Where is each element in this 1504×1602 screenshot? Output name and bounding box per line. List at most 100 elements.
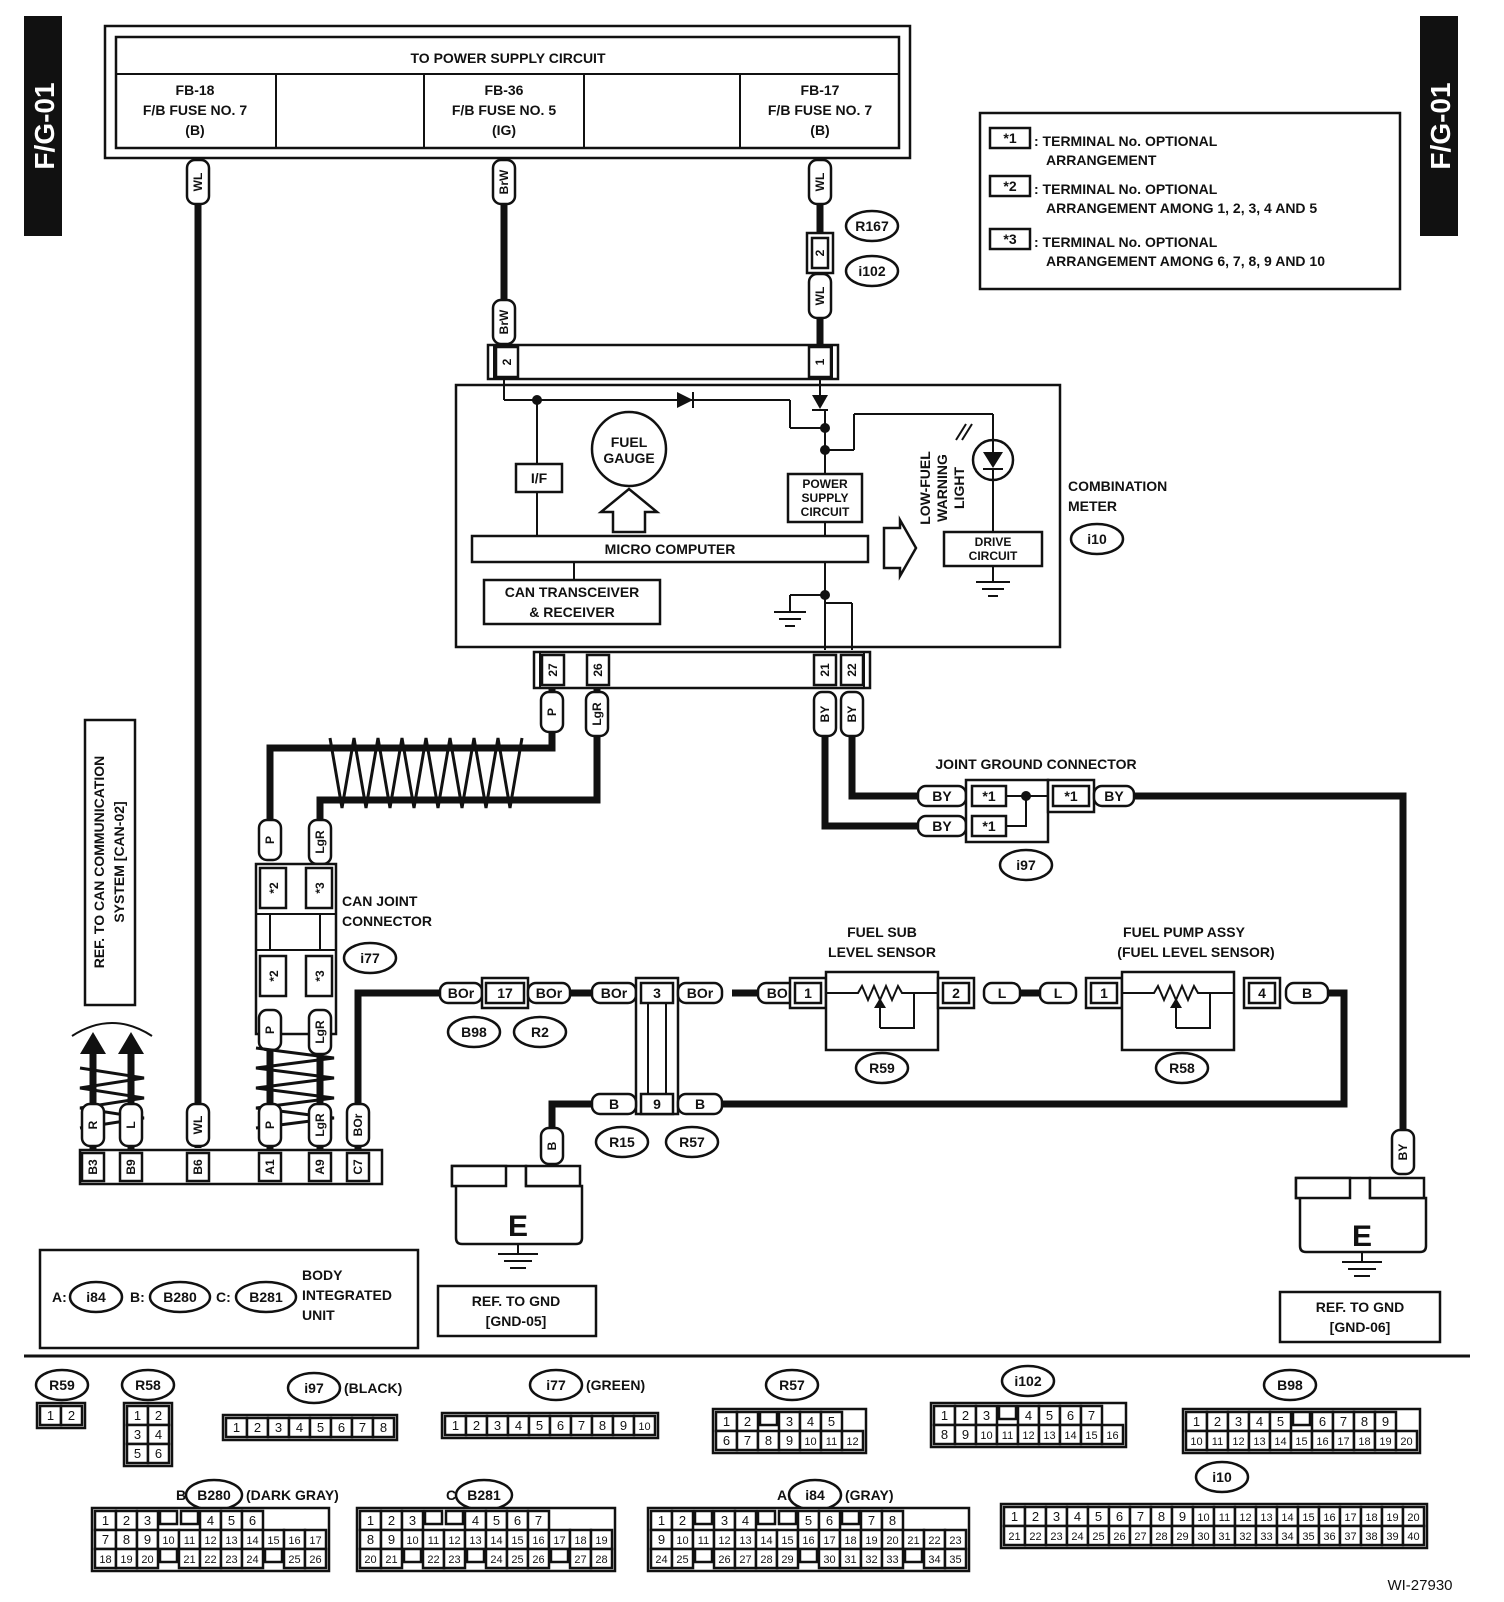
svg-text:14: 14 bbox=[760, 1535, 772, 1547]
fuse-fb18-id: FB-18 bbox=[176, 82, 215, 98]
svg-text:28: 28 bbox=[760, 1554, 772, 1566]
bottom-label-b281: C:B281 bbox=[446, 1478, 514, 1512]
svg-text:3: 3 bbox=[1235, 1414, 1242, 1429]
svg-text:B: B bbox=[609, 1096, 619, 1112]
svg-text:BrW: BrW bbox=[497, 169, 511, 194]
svg-text:38: 38 bbox=[1365, 1531, 1377, 1543]
svg-text:R59: R59 bbox=[49, 1377, 75, 1393]
svg-text:13: 13 bbox=[1043, 1430, 1055, 1442]
svg-text:*1: *1 bbox=[982, 818, 995, 834]
svg-text:R: R bbox=[86, 1120, 100, 1129]
svg-text:13: 13 bbox=[1260, 1512, 1272, 1524]
svg-text:11: 11 bbox=[184, 1535, 195, 1547]
drive-circuit-label-1: DRIVE bbox=[975, 535, 1012, 549]
svg-text:A:: A: bbox=[777, 1487, 792, 1503]
body-unit-label-3: UNIT bbox=[302, 1307, 335, 1323]
svg-text:10: 10 bbox=[1197, 1512, 1209, 1524]
svg-text:4: 4 bbox=[155, 1427, 162, 1442]
legend-text-3a: : TERMINAL No. OPTIONAL bbox=[1034, 234, 1218, 250]
svg-text:25: 25 bbox=[676, 1554, 688, 1566]
svg-text:9: 9 bbox=[1179, 1509, 1186, 1524]
svg-text:4: 4 bbox=[1256, 1414, 1263, 1429]
svg-text:13: 13 bbox=[739, 1535, 751, 1547]
svg-text:32: 32 bbox=[1239, 1531, 1251, 1543]
svg-text:F/G-01: F/G-01 bbox=[29, 82, 60, 169]
svg-text:39: 39 bbox=[1386, 1531, 1398, 1543]
svg-text:i102: i102 bbox=[858, 263, 885, 279]
svg-text:P: P bbox=[263, 836, 277, 844]
svg-text:9: 9 bbox=[1382, 1414, 1389, 1429]
fuel-pump-label-2: (FUEL LEVEL SENSOR) bbox=[1117, 944, 1274, 960]
connector-label-i97: i97 bbox=[1016, 857, 1036, 873]
svg-text:R58: R58 bbox=[135, 1377, 161, 1393]
svg-text:1: 1 bbox=[367, 1513, 374, 1528]
svg-text:26: 26 bbox=[309, 1554, 321, 1566]
meter-pin-1: 1 bbox=[813, 358, 827, 365]
connector-label-r58: R58 bbox=[1169, 1060, 1195, 1076]
body-unit-pin-b6: B6 bbox=[191, 1159, 205, 1175]
connector-label-i102: i102 bbox=[844, 254, 900, 288]
svg-text:28: 28 bbox=[595, 1554, 607, 1566]
svg-text:7: 7 bbox=[102, 1532, 109, 1547]
svg-text:33: 33 bbox=[1260, 1531, 1272, 1543]
svg-text:7: 7 bbox=[1137, 1509, 1144, 1524]
meter-bottom-connector: 27 26 21 22 bbox=[532, 650, 872, 690]
combination-meter-label-2: METER bbox=[1068, 498, 1117, 514]
svg-text:2: 2 bbox=[744, 1414, 751, 1429]
svg-text:18: 18 bbox=[574, 1535, 586, 1547]
svg-text:BY: BY bbox=[845, 706, 859, 723]
svg-text:5: 5 bbox=[1095, 1509, 1102, 1524]
svg-text:BY: BY bbox=[932, 818, 952, 834]
svg-text:2: 2 bbox=[155, 1408, 162, 1423]
wire-tag-p-meter: P bbox=[539, 690, 565, 734]
svg-text:LgR: LgR bbox=[313, 1020, 327, 1044]
wire-tag-by-meter-1: BY bbox=[812, 690, 838, 738]
svg-text:1: 1 bbox=[233, 1420, 240, 1435]
svg-text:5: 5 bbox=[805, 1513, 812, 1528]
svg-text:6: 6 bbox=[557, 1418, 564, 1433]
svg-text:15: 15 bbox=[267, 1535, 279, 1547]
power-supply-circuit-1: POWER bbox=[802, 477, 848, 491]
svg-text:30: 30 bbox=[1197, 1531, 1209, 1543]
svg-text:34: 34 bbox=[928, 1554, 940, 1566]
svg-text:4: 4 bbox=[296, 1420, 303, 1435]
by-wires bbox=[821, 736, 1407, 1134]
svg-text:21: 21 bbox=[183, 1554, 195, 1566]
svg-text:11: 11 bbox=[826, 1436, 837, 1448]
svg-text:LgR: LgR bbox=[590, 702, 604, 726]
svg-text:5: 5 bbox=[1046, 1408, 1053, 1423]
svg-text:18: 18 bbox=[99, 1554, 111, 1566]
svg-text:WL: WL bbox=[191, 173, 205, 192]
svg-text:29: 29 bbox=[781, 1554, 793, 1566]
svg-text:23: 23 bbox=[949, 1535, 961, 1547]
svg-text:24: 24 bbox=[655, 1554, 667, 1566]
svg-text:29: 29 bbox=[1176, 1531, 1188, 1543]
svg-text:7: 7 bbox=[578, 1418, 585, 1433]
svg-text:18: 18 bbox=[1358, 1436, 1370, 1448]
wire-tag-wl-top-right: WL bbox=[807, 158, 833, 206]
svg-text:35: 35 bbox=[1302, 1531, 1314, 1543]
connector-label-r2: R2 bbox=[531, 1024, 549, 1040]
connector-r167-i102-pin: 2 bbox=[805, 231, 835, 275]
power-supply-title: TO POWER SUPPLY CIRCUIT bbox=[411, 50, 606, 66]
svg-text:BOr: BOr bbox=[536, 985, 563, 1001]
svg-text:4: 4 bbox=[1074, 1509, 1081, 1524]
svg-text:i84: i84 bbox=[805, 1487, 825, 1503]
wire-tag-brw-top: BrW bbox=[491, 158, 517, 206]
fuse-fb36-name: F/B FUSE NO. 5 bbox=[452, 102, 556, 118]
svg-text:2: 2 bbox=[123, 1513, 130, 1528]
svg-text:8: 8 bbox=[765, 1433, 772, 1448]
svg-text:28: 28 bbox=[1155, 1531, 1167, 1543]
svg-text:8: 8 bbox=[367, 1532, 374, 1547]
svg-text:22: 22 bbox=[928, 1535, 940, 1547]
svg-text:*3: *3 bbox=[313, 882, 327, 894]
svg-text:2: 2 bbox=[254, 1420, 261, 1435]
svg-text:B: B bbox=[1302, 985, 1312, 1001]
ref-can-label-1: REF. TO CAN COMMUNICATION bbox=[91, 756, 107, 969]
svg-text:B: B bbox=[545, 1141, 559, 1150]
